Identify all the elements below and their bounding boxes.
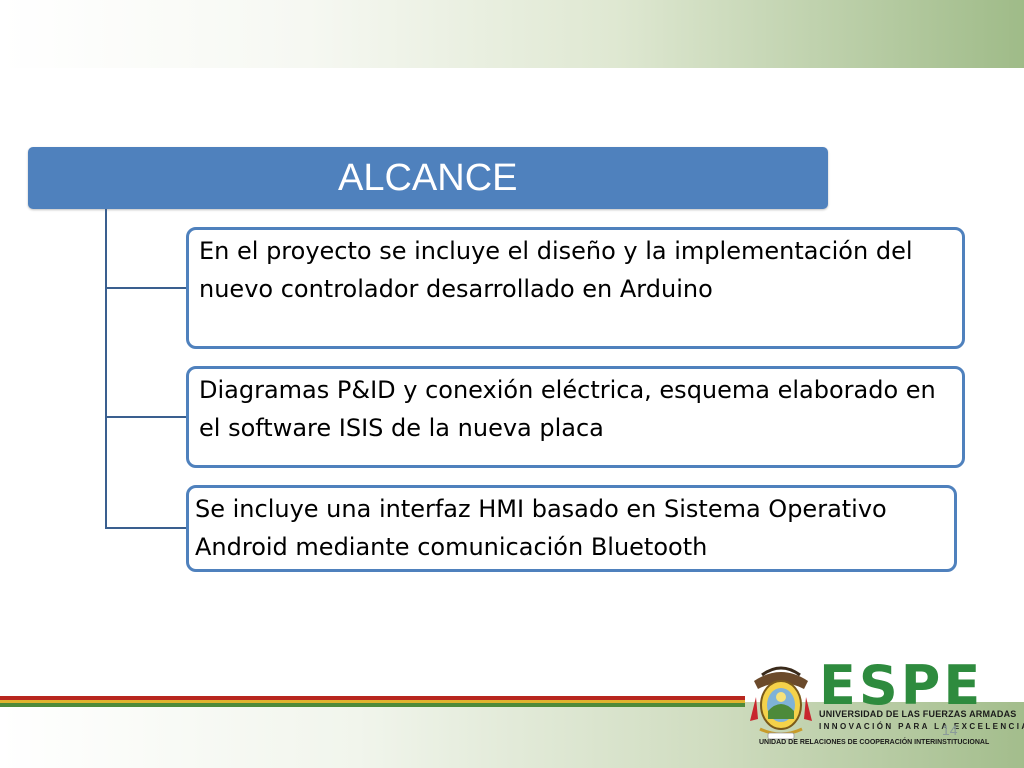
university-motto: INNOVACIÓN PARA LA EXCELENCIA: [819, 722, 1024, 731]
unit-name: UNIDAD DE RELACIONES DE COOPERACIÓN INTE…: [759, 739, 990, 746]
espe-wordmark: ESPE: [819, 654, 984, 717]
hierarchy-connector: [105, 527, 188, 529]
bottom-decorative-band: [0, 702, 1024, 768]
espe-logo: ESPE UNIVERSIDAD DE LAS FUERZAS ARMADAS …: [745, 654, 1024, 750]
ecuador-crest-icon: [750, 666, 812, 740]
slide-title: ALCANCE: [28, 147, 828, 209]
top-decorative-band: [0, 0, 1024, 68]
scope-item-1: En el proyecto se incluye el diseño y la…: [186, 227, 965, 349]
university-name: UNIVERSIDAD DE LAS FUERZAS ARMADAS: [819, 709, 1017, 719]
flag-stripe-green: [0, 703, 745, 707]
hierarchy-connector: [105, 287, 188, 289]
scope-item-2: Diagramas P&ID y conexión eléctrica, esq…: [186, 366, 965, 468]
hierarchy-connector: [105, 416, 188, 418]
hierarchy-connector: [105, 209, 107, 529]
scope-item-3: Se incluye una interfaz HMI basado en Si…: [186, 485, 957, 572]
flag-stripe-gold: [0, 700, 745, 703]
flag-stripe-red: [0, 696, 745, 700]
page-number: 14: [942, 722, 958, 738]
